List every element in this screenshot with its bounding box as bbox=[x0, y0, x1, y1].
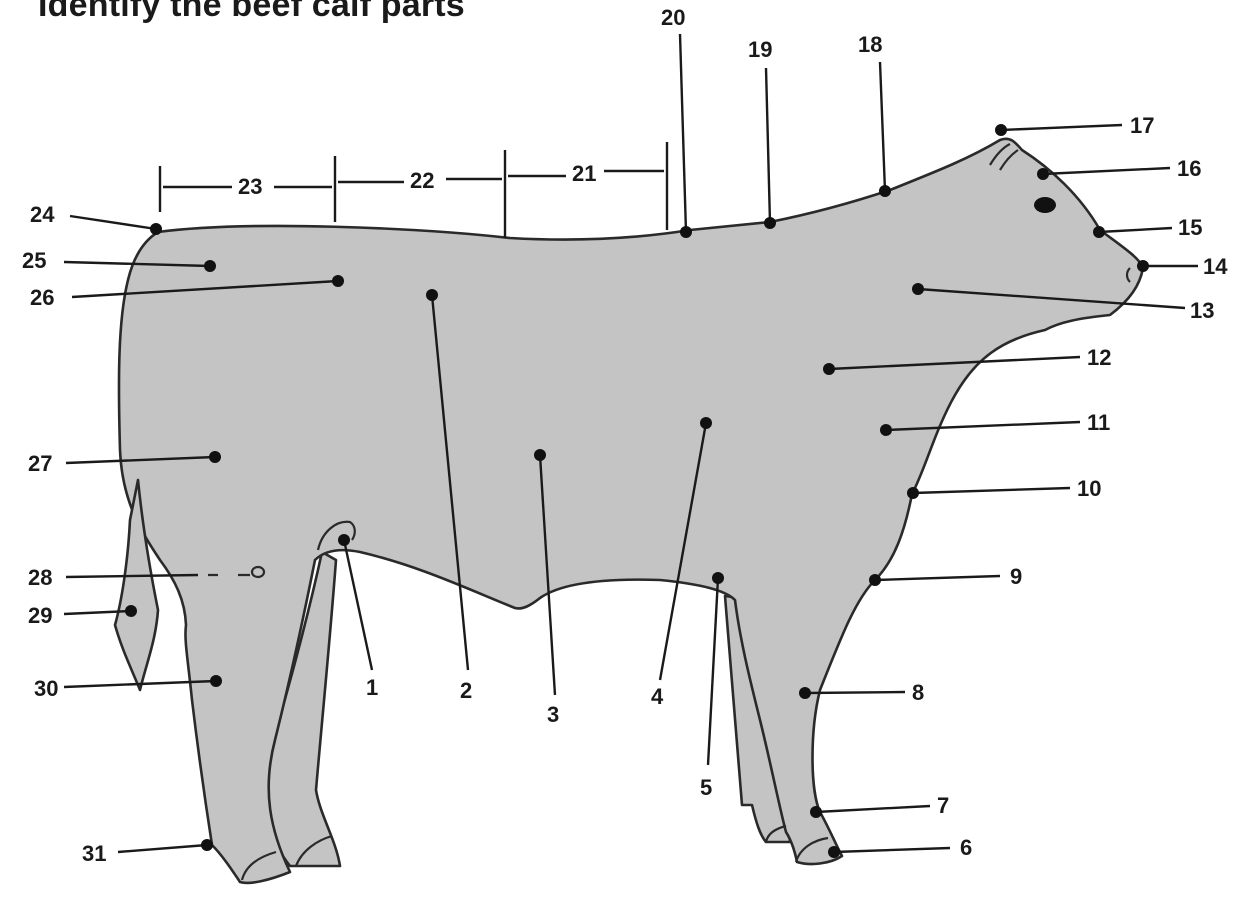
label-6: 6 bbox=[960, 835, 972, 860]
marker-12 bbox=[823, 363, 835, 375]
label-8: 8 bbox=[912, 680, 924, 705]
label-7: 7 bbox=[937, 793, 949, 818]
label-23: 23 bbox=[238, 174, 262, 199]
marker-17 bbox=[995, 124, 1007, 136]
label-24: 24 bbox=[30, 202, 55, 227]
label-10: 10 bbox=[1077, 476, 1101, 501]
marker-26 bbox=[332, 275, 344, 287]
label-4: 4 bbox=[651, 684, 664, 709]
label-22: 22 bbox=[410, 168, 434, 193]
label-26: 26 bbox=[30, 285, 54, 310]
marker-20 bbox=[680, 226, 692, 238]
marker-13 bbox=[912, 283, 924, 295]
label-15: 15 bbox=[1178, 215, 1202, 240]
marker-6 bbox=[828, 846, 840, 858]
label-5: 5 bbox=[700, 775, 712, 800]
marker-8 bbox=[799, 687, 811, 699]
label-3: 3 bbox=[547, 702, 559, 727]
label-1: 1 bbox=[366, 675, 378, 700]
marker-3 bbox=[534, 449, 546, 461]
label-12: 12 bbox=[1087, 345, 1111, 370]
label-17: 17 bbox=[1130, 113, 1154, 138]
marker-18 bbox=[879, 185, 891, 197]
marker-1 bbox=[338, 534, 350, 546]
label-29: 29 bbox=[28, 603, 52, 628]
label-2: 2 bbox=[460, 678, 472, 703]
label-28: 28 bbox=[28, 565, 52, 590]
marker-5 bbox=[712, 572, 724, 584]
marker-29 bbox=[125, 605, 137, 617]
eye bbox=[1034, 197, 1056, 213]
label-31: 31 bbox=[82, 841, 106, 866]
label-20: 20 bbox=[661, 5, 685, 30]
marker-14 bbox=[1137, 260, 1149, 272]
label-11: 11 bbox=[1087, 410, 1110, 435]
marker-30 bbox=[210, 675, 222, 687]
label-21: 21 bbox=[572, 161, 596, 186]
label-13: 13 bbox=[1190, 298, 1214, 323]
label-9: 9 bbox=[1010, 564, 1022, 589]
label-19: 19 bbox=[748, 37, 772, 62]
marker-4 bbox=[700, 417, 712, 429]
marker-10 bbox=[907, 487, 919, 499]
label-27: 27 bbox=[28, 451, 52, 476]
marker-19 bbox=[764, 217, 776, 229]
marker-11 bbox=[880, 424, 892, 436]
marker-16 bbox=[1037, 168, 1049, 180]
marker-27 bbox=[209, 451, 221, 463]
label-25: 25 bbox=[22, 248, 46, 273]
marker-25 bbox=[204, 260, 216, 272]
marker-31 bbox=[201, 839, 213, 851]
marker-24 bbox=[150, 223, 162, 235]
label-30: 30 bbox=[34, 676, 58, 701]
marker-7 bbox=[810, 806, 822, 818]
label-14: 14 bbox=[1203, 254, 1228, 279]
marker-15 bbox=[1093, 226, 1105, 238]
label-18: 18 bbox=[858, 32, 882, 57]
label-16: 16 bbox=[1177, 156, 1201, 181]
marker-9 bbox=[869, 574, 881, 586]
marker-2 bbox=[426, 289, 438, 301]
